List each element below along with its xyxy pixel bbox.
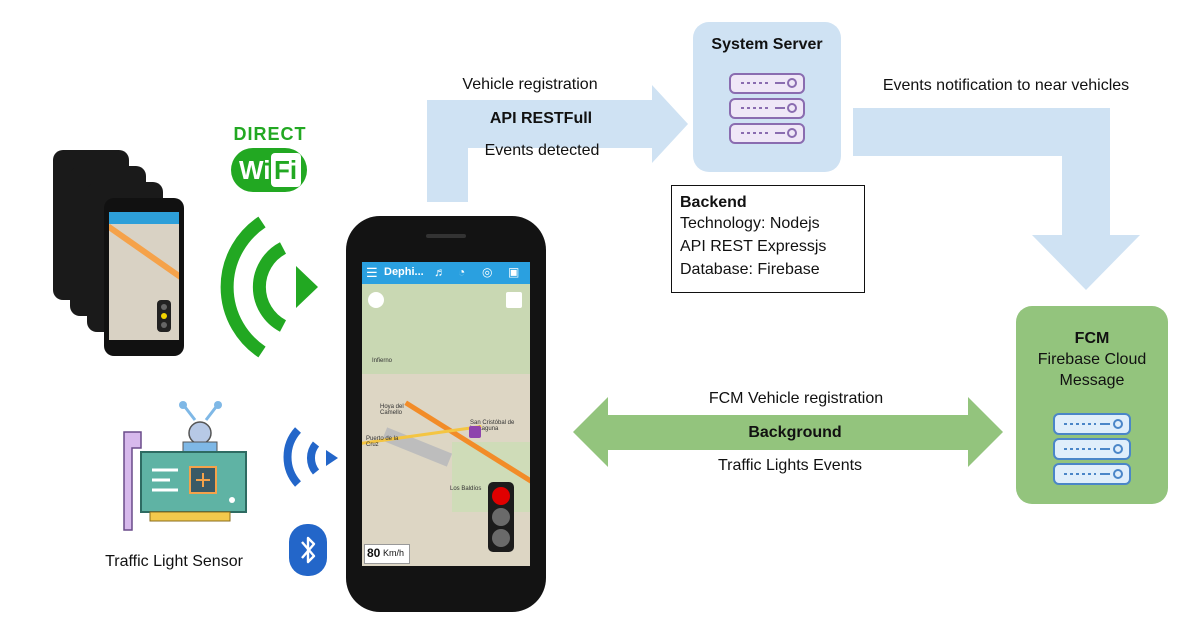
- map-label-baldios: Los Baldíos: [450, 486, 482, 492]
- phone-screen: ☰ Dephi... ♬ ◔ ◎ ▣ Infierno Hoya del Cam…: [362, 262, 530, 566]
- backend-line-technology: Technology: Nodejs: [680, 215, 820, 232]
- backend-line-api: API REST Expressjs: [680, 238, 827, 255]
- traffic-sensor-label: Traffic Light Sensor: [105, 553, 243, 570]
- server-rack-icon: [729, 73, 805, 144]
- speed-readout: 80 Km/h: [364, 544, 410, 564]
- fcm-subtitle-line1: Firebase Cloud: [1037, 351, 1147, 368]
- vehicle-registration-label: Vehicle registration: [462, 76, 598, 93]
- smartphone: ☰ Dephi... ♬ ◔ ◎ ▣ Infierno Hoya del Cam…: [346, 216, 546, 612]
- backend-line-database: Database: Firebase: [680, 261, 820, 278]
- traffic-lights-events-label: Traffic Lights Events: [717, 457, 863, 474]
- phone-stack: [50, 150, 190, 360]
- stack-phone-4: [104, 198, 184, 356]
- compass-icon[interactable]: [368, 292, 384, 308]
- bluetooth-icon: [289, 524, 327, 576]
- phone-speaker: [426, 234, 466, 238]
- fcm-title: FCM: [1074, 330, 1110, 347]
- wifi-fi-box: [271, 153, 301, 187]
- system-server-box: System Server: [693, 22, 841, 172]
- traffic-light-green: [492, 529, 510, 547]
- system-server-title: System Server: [711, 36, 823, 53]
- map-label-laguna: San Cristóbal de La Laguna: [470, 420, 515, 432]
- events-detected-label: Events detected: [484, 142, 600, 159]
- map-label-puerto: Puerto de la Cruz: [366, 436, 399, 448]
- vehicle-marker-icon: [469, 426, 481, 438]
- map-label-hoya: Hoya del Camello: [380, 404, 404, 416]
- alarm-icon[interactable]: ♬: [434, 265, 446, 279]
- app-title: Dephi...: [384, 266, 424, 278]
- speedometer-icon[interactable]: ◔: [458, 265, 466, 279]
- wifi-badge: Wi Fi: [231, 148, 307, 192]
- map-label-infierno: Infierno: [372, 358, 393, 364]
- backend-box: Backend Technology: Nodejs API REST Expr…: [671, 185, 865, 293]
- fcm-subtitle-line2: Message: [1059, 372, 1125, 389]
- fcm-double-arrow: [573, 397, 1003, 467]
- locate-icon[interactable]: [506, 292, 522, 308]
- api-arrow: [427, 85, 688, 202]
- notification-arrow: [853, 108, 1140, 290]
- map-greenery: [362, 284, 530, 374]
- printer-icon[interactable]: ▣: [508, 265, 520, 279]
- fcm-box: FCM Firebase Cloud Message: [1016, 306, 1168, 504]
- app-bar: ☰ Dephi... ♬ ◔ ◎ ▣: [362, 262, 530, 284]
- wifi-wi-text: Wi: [239, 155, 271, 185]
- events-notification-label: Events notification to near vehicles: [882, 77, 1130, 94]
- api-restfull-label: API RESTFull: [489, 110, 593, 127]
- background-label: Background: [748, 424, 842, 441]
- menu-icon[interactable]: ☰: [366, 265, 378, 280]
- fcm-server-icon: [1053, 413, 1131, 485]
- bicycle-icon[interactable]: ◎: [482, 265, 493, 279]
- traffic-light-amber: [492, 508, 510, 526]
- traffic-light-red: [492, 487, 510, 505]
- wifi-direct-logo: DIRECT Wi Fi: [228, 124, 312, 200]
- wifi-fi-text: Fi: [274, 155, 298, 185]
- speed-value: 80: [367, 546, 381, 560]
- speed-unit: Km/h: [383, 548, 405, 558]
- wifi-direct-word: DIRECT: [233, 124, 307, 144]
- fcm-vehicle-registration-label: FCM Vehicle registration: [708, 390, 884, 407]
- backend-title: Backend: [680, 194, 747, 211]
- traffic-light-widget: [488, 482, 514, 552]
